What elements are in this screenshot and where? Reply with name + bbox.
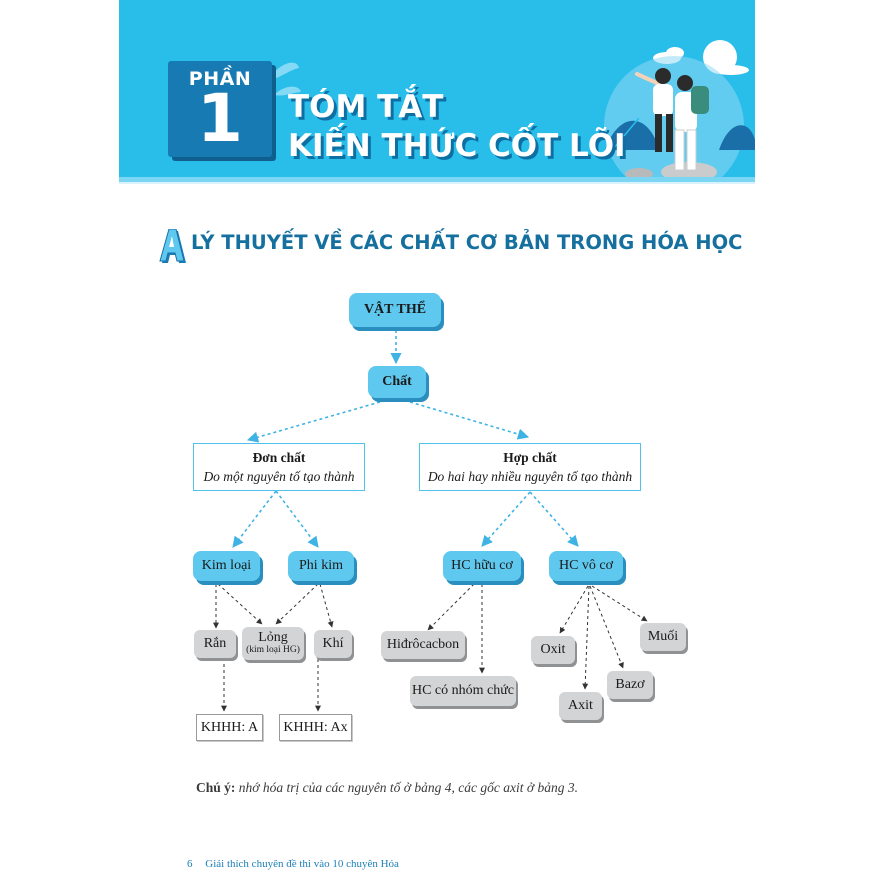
node-long: Lỏng (kim loại HG) bbox=[242, 627, 304, 660]
hop-chat-title: Hợp chất bbox=[503, 449, 557, 465]
long-label: Lỏng bbox=[258, 629, 288, 645]
node-ran: Rắn bbox=[194, 630, 236, 658]
node-don-chat: Đơn chất Do một nguyên tố tạo thành bbox=[193, 443, 365, 491]
note-label: Chú ý: bbox=[196, 780, 236, 795]
book-title: Giải thích chuyên đề thi vào 10 chuyên H… bbox=[205, 858, 399, 870]
banner-strip bbox=[119, 177, 755, 182]
node-kim-loai: Kim loại bbox=[193, 551, 260, 581]
node-vat-the: VẬT THỂ bbox=[349, 293, 441, 327]
note: Chú ý: nhớ hóa trị của các nguyên tố ở b… bbox=[196, 780, 578, 796]
don-chat-title: Đơn chất bbox=[252, 449, 306, 465]
don-chat-subtitle: Do một nguyên tố tạo thành bbox=[203, 468, 355, 484]
node-khhh-a: KHHH: A bbox=[196, 714, 263, 741]
node-khi: Khí bbox=[314, 630, 352, 658]
part-badge bbox=[168, 61, 272, 157]
part-number: 1 bbox=[197, 80, 243, 157]
long-note: (kim loại HG) bbox=[246, 644, 300, 655]
node-hop-chat: Hợp chất Do hai hay nhiều nguyên tố tạo … bbox=[419, 443, 641, 491]
node-chat: Chất bbox=[368, 366, 426, 398]
note-text: nhớ hóa trị của các nguyên tố ở bảng 4, … bbox=[238, 780, 578, 795]
node-hc-nhom-chuc: HC có nhóm chức bbox=[410, 676, 516, 706]
hop-chat-subtitle: Do hai hay nhiều nguyên tố tạo thành bbox=[427, 468, 633, 484]
node-oxit: Oxit bbox=[531, 636, 575, 664]
node-phi-kim: Phi kim bbox=[288, 551, 354, 581]
node-hidrocacbon: Hiđrôcacbon bbox=[381, 631, 465, 659]
node-hc-huu-co: HC hữu cơ bbox=[443, 551, 521, 581]
hikers-illustration bbox=[269, 40, 755, 182]
chapter-title-line1: TÓM TẮT bbox=[288, 89, 444, 125]
node-axit: Axit bbox=[559, 692, 602, 720]
node-bazo: Bazơ bbox=[607, 671, 653, 699]
page-number: 6 bbox=[187, 858, 193, 870]
section-letter-icon bbox=[159, 229, 186, 263]
node-khhh-ax: KHHH: Ax bbox=[279, 714, 352, 741]
footer: 6 Giải thích chuyên đề thi vào 10 chuyên… bbox=[187, 858, 399, 870]
node-hc-vo-co: HC vô cơ bbox=[549, 551, 623, 581]
chapter-title-line2: KIẾN THỨC CỐT LÕI bbox=[288, 128, 626, 164]
section-title: LÝ THUYẾT VỀ CÁC CHẤT CƠ BẢN TRONG HÓA H… bbox=[191, 231, 743, 254]
node-muoi: Muối bbox=[640, 623, 686, 651]
part-label: PHẦN bbox=[188, 68, 252, 90]
banner-underline bbox=[119, 182, 755, 184]
